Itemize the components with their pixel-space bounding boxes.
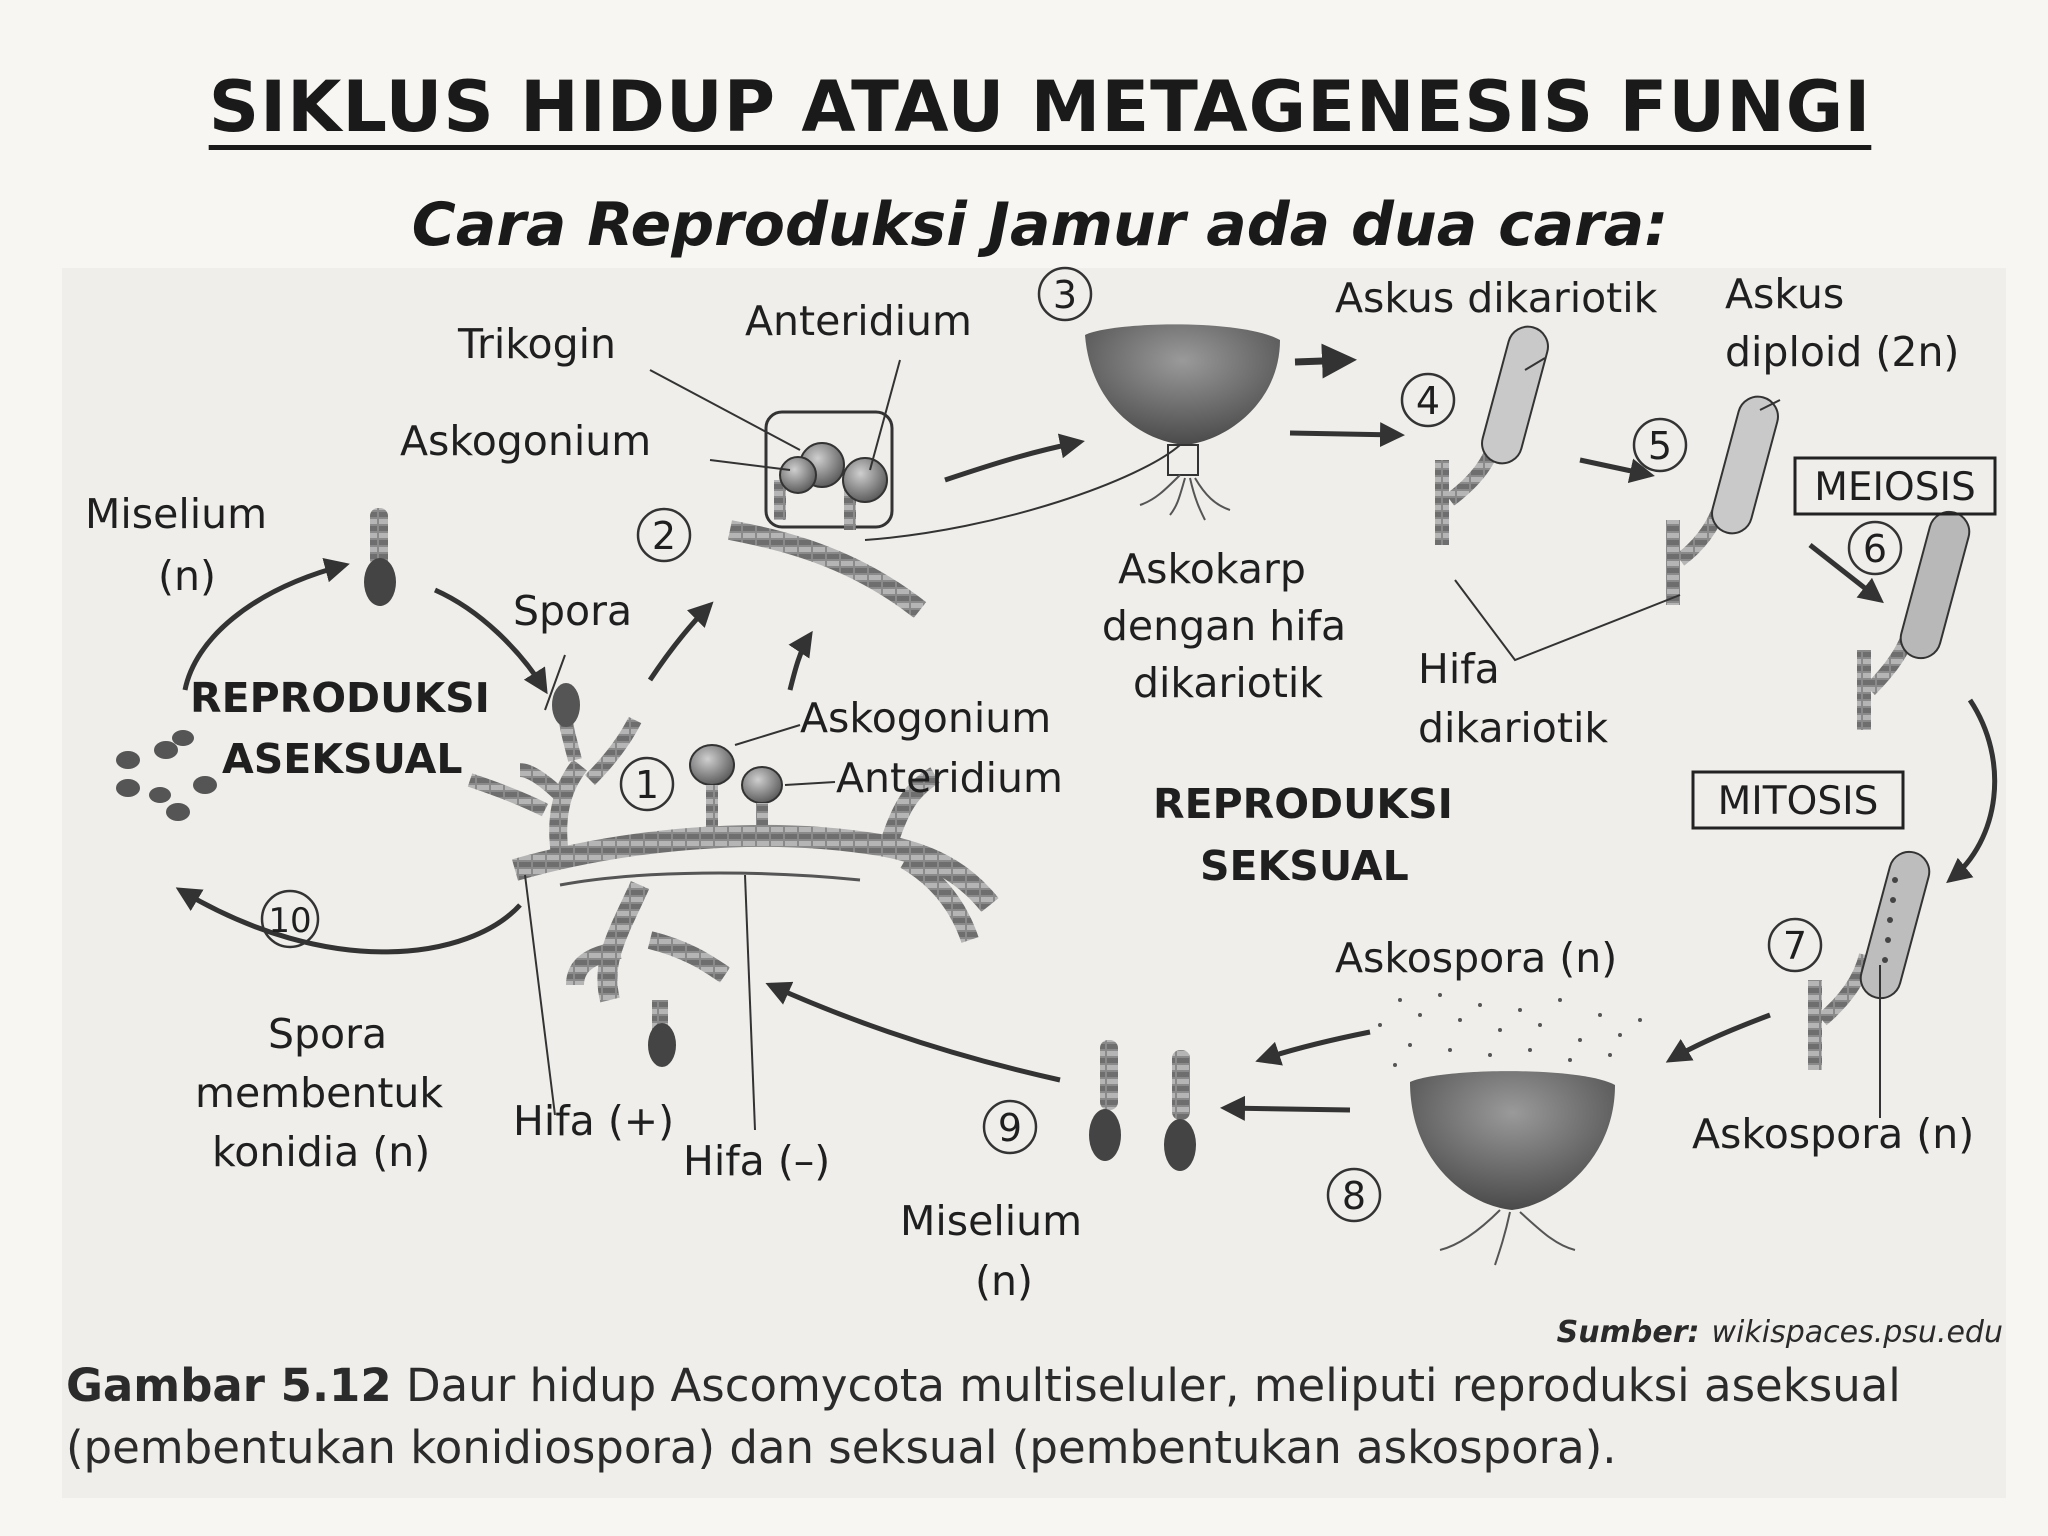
step-5-marker <box>1632 417 1688 473</box>
figure-caption: Gambar 5.12 Daur hidup Ascomycota multis… <box>66 1355 2016 1479</box>
label-trikogin: Trikogin <box>457 320 616 368</box>
gametangia-box <box>728 410 1181 618</box>
source-credit: Sumber: wikispaces.psu.edu <box>1557 1315 2003 1350</box>
meiosis-box <box>1793 456 1997 516</box>
source-prefix: Sumber: <box>1557 1315 1700 1350</box>
step-6-marker <box>1847 520 1903 576</box>
label-askokarp-3: dikariotik <box>1133 659 1323 707</box>
label-anteridium-mid: Anteridium <box>836 754 1063 802</box>
source-text: wikispaces.psu.edu <box>1712 1315 2004 1350</box>
diagram-labels: Trikogin Anteridium Askogonium Miselium … <box>85 270 1974 1305</box>
step-9-number: 9 <box>998 1106 1022 1150</box>
step-2-marker <box>636 507 692 563</box>
label-askus-diploid-2: diploid (2n) <box>1725 328 1959 376</box>
label-miselium-bottom: Miselium <box>900 1197 1082 1245</box>
label-miselium-top-n: (n) <box>158 552 216 600</box>
step-10-marker <box>260 889 320 949</box>
textbook-figure-background <box>62 268 2006 1498</box>
label-reproduksi-aseksual-1: REPRODUKSI <box>190 674 490 722</box>
label-askogonium-top: Askogonium <box>400 417 651 465</box>
step-10-number: 10 <box>268 901 311 941</box>
hyphae-network <box>467 683 999 1067</box>
slide-title: SIKLUS HIDUP ATAU METAGENESIS FUNGI <box>208 66 1872 148</box>
step-5-number: 5 <box>1648 424 1672 468</box>
slide-subtitle: Cara Reproduksi Jamur ada dua cara: <box>411 190 1669 260</box>
cycle-arrows <box>175 343 1998 1121</box>
mitosis-label: MITOSIS <box>1718 779 1879 824</box>
label-askogonium-mid: Askogonium <box>800 694 1051 742</box>
caption-prefix: Gambar 5.12 <box>66 1359 392 1412</box>
step-9-marker <box>982 1099 1038 1155</box>
label-spora-konidia-1: Spora <box>268 1010 387 1058</box>
meiosis-label: MEIOSIS <box>1814 465 1976 510</box>
askokarp-top <box>1085 324 1280 521</box>
label-spora-konidia-3: konidia (n) <box>212 1128 430 1176</box>
label-spora-konidia-2: membentuk <box>195 1069 443 1117</box>
label-askus-diploid-1: Askus <box>1725 270 1844 318</box>
asci-sequence <box>1435 325 1971 1070</box>
step-7-number: 7 <box>1783 924 1807 968</box>
label-hifa-minus: Hifa (–) <box>683 1137 830 1185</box>
asexual-spores <box>116 730 217 821</box>
step-4-marker <box>1400 372 1456 428</box>
step-1-number: 1 <box>635 763 659 807</box>
miselium-top-figure <box>364 508 396 606</box>
label-askospora-top: Askospora (n) <box>1335 934 1617 982</box>
label-anteridium-top: Anteridium <box>745 297 972 345</box>
caption-text: Daur hidup Ascomycota multiseluler, meli… <box>66 1359 1901 1474</box>
step-markers: 1 2 3 4 5 6 7 8 9 10 <box>260 266 1903 1223</box>
step-1-marker <box>619 756 675 812</box>
step-8-number: 8 <box>1342 1174 1366 1218</box>
label-askokarp-1: Askokarp <box>1118 545 1306 593</box>
mitosis-box <box>1691 770 1905 830</box>
label-reproduksi-aseksual-2: ASEKSUAL <box>222 735 462 783</box>
step-6-number: 6 <box>1863 527 1887 571</box>
label-askus-dikariotik: Askus dikariotik <box>1335 274 1658 322</box>
label-hifa-plus: Hifa (+) <box>513 1097 674 1145</box>
step-7-marker <box>1767 917 1823 973</box>
miselium-bottom-figure <box>1089 1040 1196 1171</box>
step-3-number: 3 <box>1053 273 1077 317</box>
label-hifa-dikariotik-2: dikariotik <box>1418 704 1608 752</box>
step-3-marker <box>1037 266 1093 322</box>
label-askospora-bottom: Askospora (n) <box>1692 1110 1974 1158</box>
label-hifa-dikariotik-1: Hifa <box>1418 645 1500 693</box>
step-4-number: 4 <box>1416 379 1440 423</box>
ascospore-cloud <box>1378 993 1642 1067</box>
label-askokarp-2: dengan hifa <box>1102 602 1346 650</box>
label-reproduksi-seksual-1: REPRODUKSI <box>1153 780 1453 828</box>
label-miselium-top: Miselium <box>85 490 267 538</box>
askokarp-bottom <box>1378 993 1642 1266</box>
leader-lines <box>524 357 1881 1131</box>
step-8-marker <box>1326 1167 1382 1223</box>
label-reproduksi-seksual-2: SEKSUAL <box>1200 842 1409 890</box>
label-miselium-bottom-n: (n) <box>975 1257 1033 1305</box>
step-2-number: 2 <box>652 514 676 558</box>
label-spora: Spora <box>513 587 632 635</box>
